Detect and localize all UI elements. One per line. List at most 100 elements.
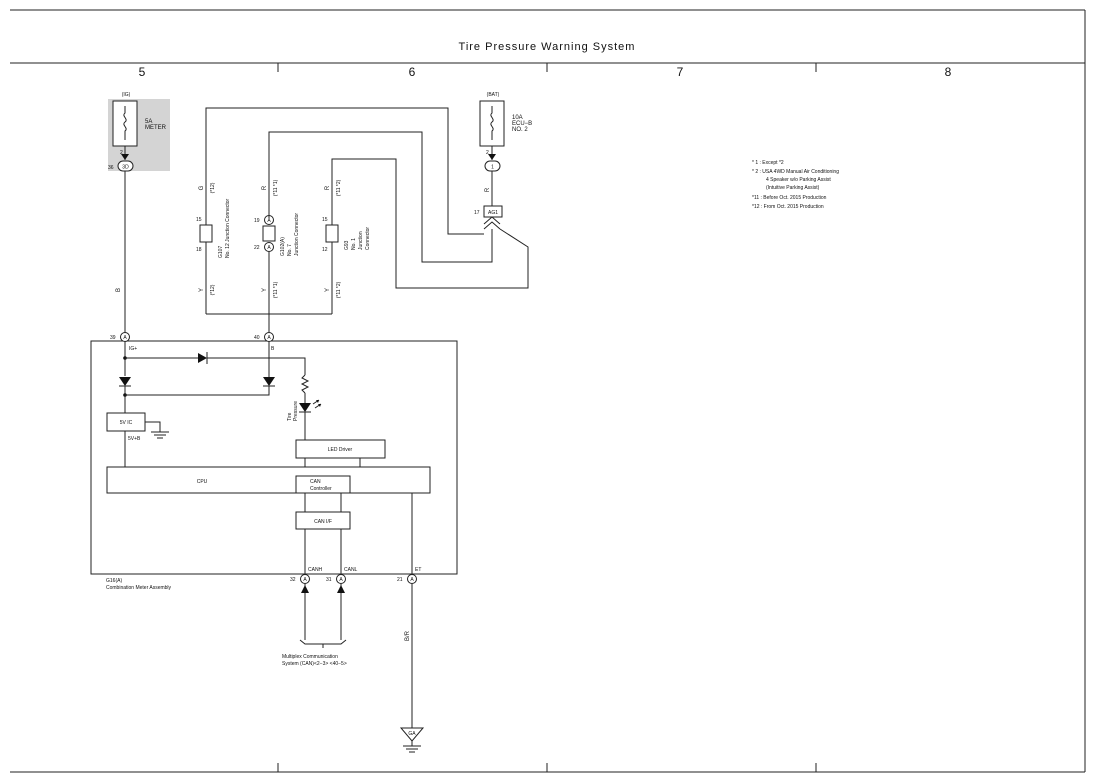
svg-text:CAN: CAN (310, 479, 321, 485)
svg-text:A: A (267, 335, 271, 341)
svg-text:B: B (271, 346, 275, 352)
svg-text:5A: 5A (145, 119, 152, 125)
svg-text:CPU: CPU (197, 479, 208, 485)
svg-text:Junction Connector: Junction Connector (294, 213, 300, 256)
svg-text:10A: 10A (512, 115, 523, 121)
svg-text:R: R (262, 185, 268, 190)
ground-ga: B/R GA (399, 584, 425, 753)
svg-text:22: 22 (254, 245, 260, 251)
svg-text:21: 21 (397, 577, 403, 583)
svg-text:CANH: CANH (308, 567, 323, 573)
svg-text:IG+: IG+ (129, 346, 137, 352)
svg-text:G93: G93 (344, 240, 350, 250)
svg-text:A: A (267, 245, 271, 251)
column-number: 7 (677, 65, 684, 79)
svg-text:AG1: AG1 (488, 210, 498, 216)
svg-text:Connector: Connector (365, 227, 371, 250)
svg-text:A: A (123, 335, 127, 341)
svg-text:G107: G107 (218, 246, 224, 258)
svg-text:Multiplex Communication: Multiplex Communication (282, 654, 338, 660)
wire-color-b: B (116, 288, 122, 292)
svg-text:No. 7: No. 7 (287, 244, 293, 256)
svg-text:Y: Y (325, 288, 331, 292)
svg-text:5V IC: 5V IC (120, 420, 133, 426)
svg-text:5V+B: 5V+B (128, 436, 141, 442)
fuse-bat-ecub: (BAT) 10A ECU−B NO. 2 2 1 R 17 AG1 (474, 92, 532, 230)
svg-text:R: R (485, 187, 491, 192)
column-number: 8 (945, 65, 952, 79)
svg-text:36: 36 (108, 165, 114, 171)
note-line: * 1 : Except *2 (752, 160, 784, 166)
fuse-icon (490, 106, 494, 140)
svg-text:31: 31 (326, 577, 332, 583)
svg-text:R: R (325, 185, 331, 190)
svg-text:GA: GA (408, 731, 416, 737)
combination-meter-assembly: 39 A IG+ 40 A B Tire Pressure (90, 332, 458, 591)
fuse-icon (123, 106, 127, 140)
svg-text:(*12): (*12) (210, 182, 216, 193)
page-frame (10, 9, 1086, 773)
svg-text:A: A (339, 577, 343, 583)
footnotes: * 1 : Except *2 * 2 : USA 4WD Manual Air… (752, 160, 839, 210)
note-line: * 2 : USA 4WD Manual Air Conditioning (752, 169, 839, 175)
svg-text:CANL: CANL (344, 567, 358, 573)
svg-text:40: 40 (254, 335, 260, 341)
svg-text:32: 32 (290, 577, 296, 583)
svg-text:G102(A): G102(A) (280, 237, 286, 256)
svg-text:Combination Meter Assembly: Combination Meter Assembly (106, 585, 172, 591)
junction-connector-g102: 19 A 22 A G102(A) No. 7 Junction Connect… (254, 213, 300, 256)
diagram-title: Tire Pressure Warning System (459, 41, 636, 53)
svg-text:(*11 *2): (*11 *2) (336, 281, 342, 298)
note-line: 4 Speaker w/o Parking Assist (766, 177, 831, 183)
svg-text:17: 17 (474, 210, 480, 216)
svg-text:(*11 *2): (*11 *2) (336, 179, 342, 196)
svg-text:Controller: Controller (310, 486, 332, 492)
svg-text:A: A (303, 577, 307, 583)
svg-text:(*11 *1): (*11 *1) (273, 281, 279, 298)
svg-text:B/R: B/R (405, 630, 411, 641)
svg-text:19: 19 (254, 218, 260, 224)
svg-text:ECU−B: ECU−B (512, 121, 532, 127)
svg-text:15: 15 (322, 217, 328, 223)
svg-text:(BAT): (BAT) (487, 92, 500, 98)
note-line: (Intuitive Parking Assist) (766, 185, 820, 191)
svg-text:12: 12 (322, 247, 328, 253)
svg-text:Y: Y (199, 288, 205, 292)
svg-text:G16(A): G16(A) (106, 578, 122, 584)
svg-text:39: 39 (110, 335, 116, 341)
svg-text:CAN I/F: CAN I/F (314, 519, 332, 525)
svg-text:Y: Y (262, 288, 268, 292)
column-number: 6 (409, 65, 416, 79)
harness-wires (205, 107, 529, 289)
svg-text:NO. 2: NO. 2 (512, 127, 528, 133)
svg-text:ET: ET (415, 567, 421, 573)
svg-text:System (CAN)<2−3> <40−5>: System (CAN)<2−3> <40−5> (282, 661, 347, 667)
svg-text:Junction: Junction (358, 231, 364, 250)
svg-text:18: 18 (196, 247, 202, 253)
note-line: *11 : Before Oct. 2015 Production (752, 195, 827, 201)
svg-text:(*11 *1): (*11 *1) (273, 179, 279, 196)
column-number: 5 (139, 65, 146, 79)
svg-text:(*12): (*12) (210, 284, 216, 295)
svg-text:(IG): (IG) (122, 92, 131, 98)
svg-text:Tire: Tire (287, 412, 293, 421)
svg-text:3D: 3D (122, 165, 129, 171)
junction-connector-g107: 15 18 G107 No. 12 Junction Connector (196, 198, 231, 258)
svg-text:2: 2 (120, 150, 123, 156)
svg-text:A: A (267, 218, 271, 224)
svg-text:No. 1: No. 1 (351, 238, 357, 250)
svg-text:LED Driver: LED Driver (328, 447, 353, 453)
svg-text:1: 1 (491, 165, 494, 171)
svg-text:15: 15 (196, 217, 202, 223)
fuse-ig-meter: (IG) 5A METER 2 36 3D (108, 92, 170, 172)
column-numbers: 5 6 7 8 (139, 65, 952, 79)
svg-text:METER: METER (145, 125, 167, 131)
svg-text:Pressure: Pressure (293, 401, 299, 421)
junction-connector-g93: 15 12 G93 No. 1 Junction Connector (322, 217, 371, 253)
can-bus-lines: Multiplex Communication System (CAN)<2−3… (282, 584, 347, 667)
note-line: *12 : From Oct. 2015 Production (752, 204, 824, 210)
svg-text:G: G (199, 185, 205, 190)
svg-text:No. 12 Junction Connector: No. 12 Junction Connector (225, 198, 231, 258)
svg-text:A: A (410, 577, 414, 583)
